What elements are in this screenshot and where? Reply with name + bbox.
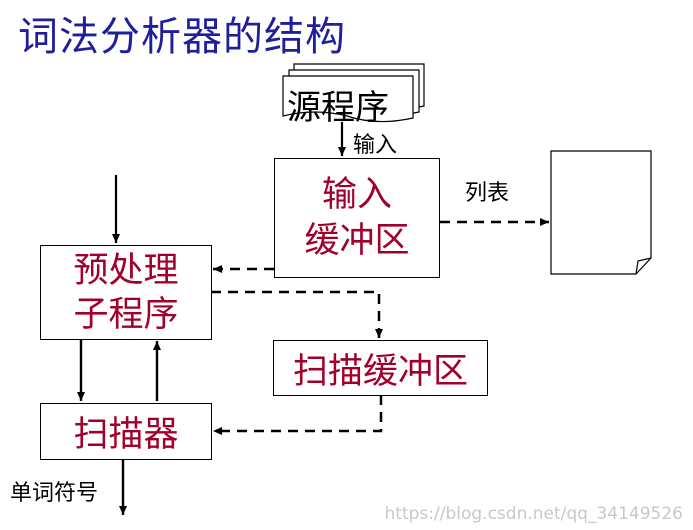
scanner-box: 扫描器: [40, 403, 212, 460]
input-buffer-line-1: 输入: [321, 175, 392, 215]
preprocessor-line-1: 预处理: [73, 250, 179, 291]
input-buffer-box: 输入 缓冲区: [274, 158, 440, 278]
preprocessor-box: 预处理 子程序: [40, 245, 212, 340]
listing-edge-label: 列表: [465, 181, 510, 206]
token-output-label: 单词符号: [10, 481, 99, 506]
source-document-icon: [282, 63, 425, 123]
source-program-label: 源程序: [287, 88, 389, 128]
input-edge-label: 输入: [353, 133, 398, 158]
input-buffer-line-2: 缓冲区: [304, 221, 410, 261]
scan-buffer-box: 扫描缓冲区: [273, 340, 488, 396]
scan-buffer-label: 扫描缓冲区: [292, 351, 468, 392]
preprocessor-line-2: 子程序: [73, 294, 179, 335]
arrow-scan-buffer-to-scanner: [213, 395, 383, 435]
watermark: https://blog.csdn.net/qq_34149526: [384, 504, 683, 524]
arrow-preprocessor-to-scan-buffer: [211, 290, 383, 338]
scanner-label: 扫描器: [73, 415, 179, 455]
listing-page-icon: [550, 150, 652, 275]
page-title: 词法分析器的结构: [18, 14, 346, 60]
